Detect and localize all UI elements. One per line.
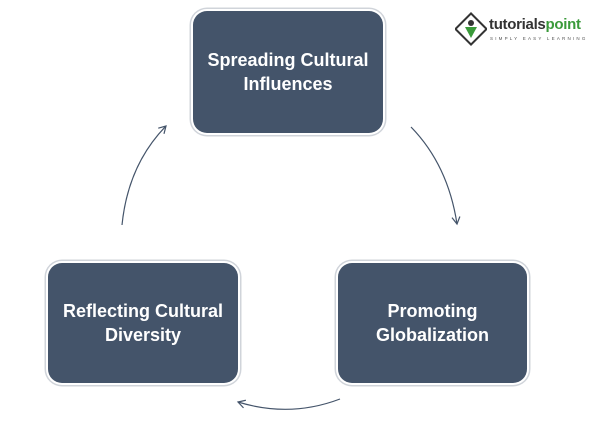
arrow-left-to-top	[121, 125, 167, 226]
node-promoting-globalization: Promoting Globalization	[338, 263, 527, 383]
node-reflecting-cultural-diversity: Reflecting Cultural Diversity	[48, 263, 238, 383]
logo-text: tutorialspoint	[489, 16, 581, 33]
tutorialspoint-logo: tutorialspoint SIMPLY EASY LEARNING	[454, 12, 595, 52]
arrow-right-to-left	[236, 398, 341, 410]
node-spreading-cultural-influences: Spreading Cultural Influences	[193, 11, 383, 133]
arrow-top-to-right	[410, 126, 461, 226]
logo-tagline: SIMPLY EASY LEARNING	[490, 36, 588, 41]
logo-diamond-icon	[454, 12, 488, 46]
